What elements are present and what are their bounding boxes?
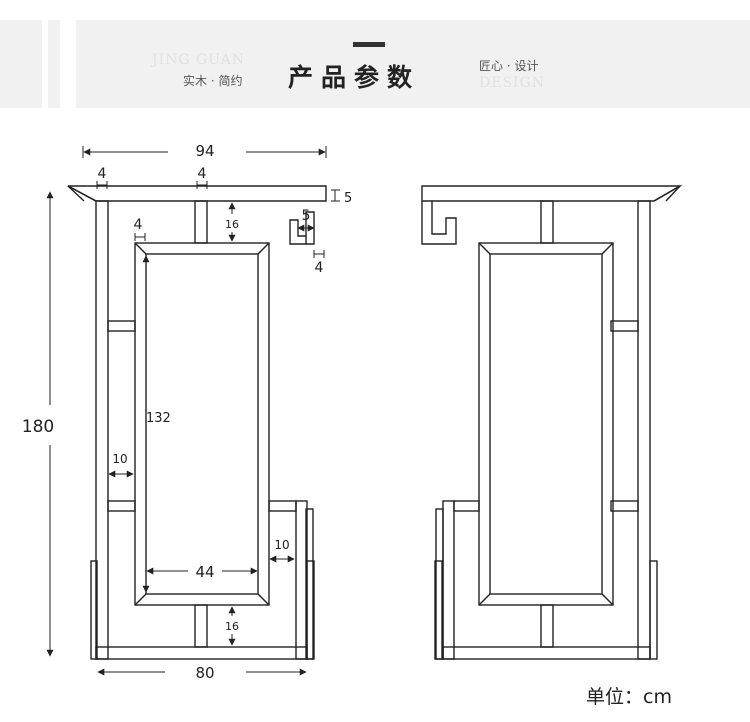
back-bottom-stile [540,604,554,648]
back-mirror-frame [478,242,614,606]
back-left-foot [434,560,443,660]
front-rail-right [268,500,297,512]
dim-top-inset-mid: 4 [198,166,207,182]
brand-english: JING GUAN [152,52,245,68]
banner-panel [76,20,750,108]
dim-side-detail: 5 [302,208,311,224]
back-hook-detail [421,201,457,245]
front-top-stile [194,200,208,244]
front-mirror-frame [134,242,270,606]
front-right-foot [306,560,315,660]
dim-overall-height: 180 [22,417,54,437]
header-banner: JING GUAN 实木 · 简约 产品参数 匠心 · 设计 DESIGN [0,20,750,108]
dim-overall-width: 94 [195,142,214,160]
front-rail-upper [107,320,136,332]
front-left-post [95,200,109,660]
dim-mirror-height: 132 [146,411,171,426]
front-mirror-glass [145,253,259,595]
back-base-rail [442,646,651,660]
design-english: DESIGN [479,75,545,91]
back-mirror-glass [489,253,603,595]
brand-tagline: 实木 · 简约 [183,74,243,88]
back-top-stile [540,200,554,244]
dim-side-gap: 4 [315,260,324,276]
dim-right-gap: 10 [274,538,289,552]
back-view [421,185,683,660]
dim-left-gap: 10 [112,452,127,466]
back-rail-lower [610,500,639,512]
banner-stripe [48,20,60,108]
dim-mirror-width: 44 [195,563,214,581]
dimension-lines [46,146,340,676]
front-rail-lower [107,500,136,512]
front-bottom-stile [194,604,208,648]
back-rail-left [453,500,480,512]
design-tagline: 匠心 · 设计 [479,59,539,73]
back-right-foot [649,560,658,660]
banner-stripe [0,20,42,108]
front-left-foot [90,560,98,660]
back-top-cap [421,185,683,202]
dim-mirror-frame: 4 [134,217,143,233]
title-accent-bar [353,42,385,47]
dim-base-width: 80 [195,664,214,682]
unit-label: 单位：cm [586,686,672,708]
dim-top-inset-left: 4 [98,166,107,182]
dim-top-thickness: 5 [344,191,352,206]
dim-bottom-rail: 16 [225,620,239,633]
front-view [67,185,327,660]
dim-top-rail: 16 [225,218,239,231]
back-left-post [442,500,455,660]
back-rail-upper [610,320,639,332]
page-title: 产品参数 [288,63,421,92]
front-base-rail [95,646,308,660]
back-right-post [637,200,651,660]
